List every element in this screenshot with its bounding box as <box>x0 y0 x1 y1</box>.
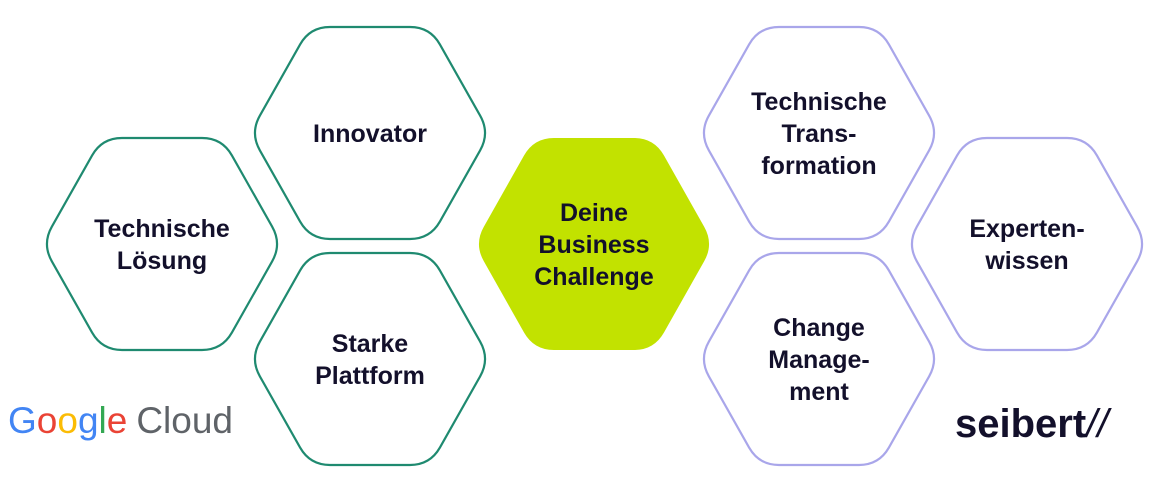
hexagon-label: Innovator <box>313 120 427 148</box>
hexagon-label-line: Business <box>538 231 649 259</box>
hexagon-label-line: Experten- <box>969 215 1084 243</box>
google-logo-letter: o <box>37 400 58 441</box>
google-logo-letter: g <box>78 400 99 441</box>
hexagon-label-line: Plattform <box>315 362 425 390</box>
hexagon-label-line: Technische <box>751 88 887 116</box>
google-logo-suffix: Cloud <box>136 400 233 441</box>
hexagon-innovator: Innovator <box>253 25 487 241</box>
seibert-logo: seibert// <box>955 402 1112 446</box>
hexagon-label-line: Trans- <box>781 120 856 148</box>
seibert-logo-word: seibert <box>955 402 1086 446</box>
hexagon-label: Experten-wissen <box>969 215 1084 275</box>
hexagon-label-line: formation <box>761 152 876 180</box>
google-logo-letter: e <box>107 400 128 441</box>
google-logo-letter: l <box>99 400 107 441</box>
hexagon-shape <box>45 136 279 352</box>
hexagon-label-line: ment <box>789 378 849 406</box>
hexagon-shape <box>478 138 710 350</box>
svg-text:seibert//: seibert// <box>955 402 1112 446</box>
hexagon-shape <box>253 251 487 467</box>
hexagon-shape <box>253 25 487 241</box>
seibert-logo-mark: // <box>1083 402 1112 446</box>
hexagon-label-line: Lösung <box>117 247 207 275</box>
hexagon-label-line: Challenge <box>534 263 654 291</box>
hexagon-shape <box>702 25 936 241</box>
hexagon-label-line: Starke <box>332 330 409 358</box>
hexagon-shape <box>702 251 936 467</box>
hexagon-label-line: Change <box>773 314 865 342</box>
hexagon-expertenwissen: Experten-wissen <box>910 136 1144 352</box>
hexagon-label-line: Technische <box>94 215 230 243</box>
hexagon-label-line: Deine <box>560 199 628 227</box>
hexagon-shape <box>910 136 1144 352</box>
hexagon-label-line: wissen <box>984 247 1068 275</box>
hexagon-label-line: Innovator <box>313 120 427 148</box>
google-logo-letter: o <box>57 400 78 441</box>
hexagon-label-line: Manage- <box>768 346 869 374</box>
google-logo-letter: G <box>8 400 37 441</box>
